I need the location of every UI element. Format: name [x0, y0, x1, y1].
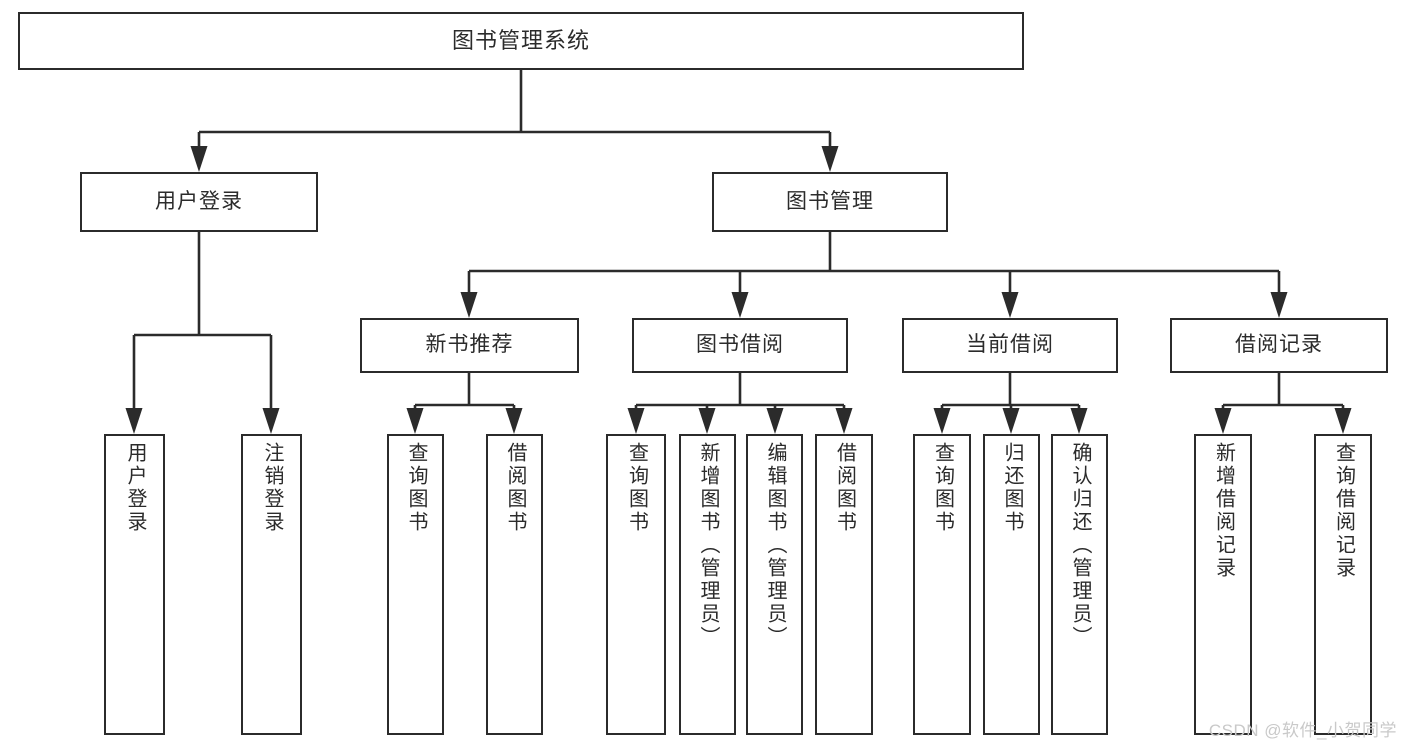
node-current-borrow[interactable]: 当前借阅 — [902, 318, 1118, 373]
node-user-login[interactable]: 用户登录 — [80, 172, 318, 232]
node-label: 注销登录 — [261, 442, 283, 534]
node-label: 新书推荐 — [425, 333, 514, 357]
node-label: 查询图书 — [405, 442, 427, 534]
connector-new-book-recommend-to-leaves — [406, 373, 523, 434]
node-leaf-query-book-current[interactable]: 查询图书 — [913, 434, 971, 735]
node-label: 查询图书 — [931, 442, 954, 534]
connector-book-management-to-level2 — [460, 232, 1288, 318]
node-label: 当前借阅 — [966, 333, 1054, 357]
node-label: 借阅图书 — [833, 442, 856, 534]
node-borrow-record[interactable]: 借阅记录 — [1170, 318, 1388, 373]
node-leaf-user-login[interactable]: 用户登录 — [104, 434, 165, 735]
node-leaf-confirm-return-admin[interactable]: 确认归还（管理员） — [1051, 434, 1108, 735]
node-label: 图书管理 — [786, 189, 874, 213]
node-leaf-return-book[interactable]: 归还图书 — [983, 434, 1040, 735]
node-label: 图书管理系统 — [451, 28, 590, 54]
node-leaf-logout-login[interactable]: 注销登录 — [241, 434, 302, 735]
node-label: 新增借阅记录 — [1212, 442, 1235, 580]
node-book-borrow[interactable]: 图书借阅 — [632, 318, 848, 373]
node-leaf-borrow-book-recommend[interactable]: 借阅图书 — [486, 434, 543, 735]
node-label: 借阅记录 — [1235, 333, 1323, 357]
node-label: 新增图书（管理员） — [697, 442, 719, 649]
connector-borrow-record-to-leaves — [1214, 373, 1352, 434]
node-leaf-query-book-borrow[interactable]: 查询图书 — [606, 434, 666, 735]
connector-root-to-level1 — [190, 70, 839, 172]
connector-book-borrow-to-leaves — [627, 373, 853, 434]
node-leaf-add-borrow-record[interactable]: 新增借阅记录 — [1194, 434, 1252, 735]
node-leaf-edit-book-admin[interactable]: 编辑图书（管理员） — [746, 434, 803, 735]
node-label: 用户登录 — [124, 442, 146, 534]
connector-current-borrow-to-leaves — [933, 373, 1088, 434]
node-label: 图书借阅 — [696, 333, 784, 357]
node-label: 编辑图书（管理员） — [764, 442, 786, 649]
node-leaf-query-book-recommend[interactable]: 查询图书 — [387, 434, 444, 735]
watermark-text: CSDN @软件_小贺同学 — [1208, 721, 1397, 740]
node-label: 用户登录 — [155, 189, 243, 213]
node-label: 确认归还（管理员） — [1069, 442, 1091, 649]
node-label: 归还图书 — [1001, 442, 1023, 534]
connector-user-login-to-leaves — [125, 232, 280, 434]
node-leaf-query-borrow-record[interactable]: 查询借阅记录 — [1314, 434, 1372, 735]
node-new-book-recommend[interactable]: 新书推荐 — [360, 318, 579, 373]
node-leaf-borrow-book[interactable]: 借阅图书 — [815, 434, 873, 735]
node-label: 借阅图书 — [504, 442, 526, 534]
node-label: 查询图书 — [625, 442, 648, 534]
node-leaf-add-book-admin[interactable]: 新增图书（管理员） — [679, 434, 736, 735]
node-book-management[interactable]: 图书管理 — [712, 172, 948, 232]
node-root[interactable]: 图书管理系统 — [18, 12, 1024, 70]
node-label: 查询借阅记录 — [1332, 442, 1355, 580]
